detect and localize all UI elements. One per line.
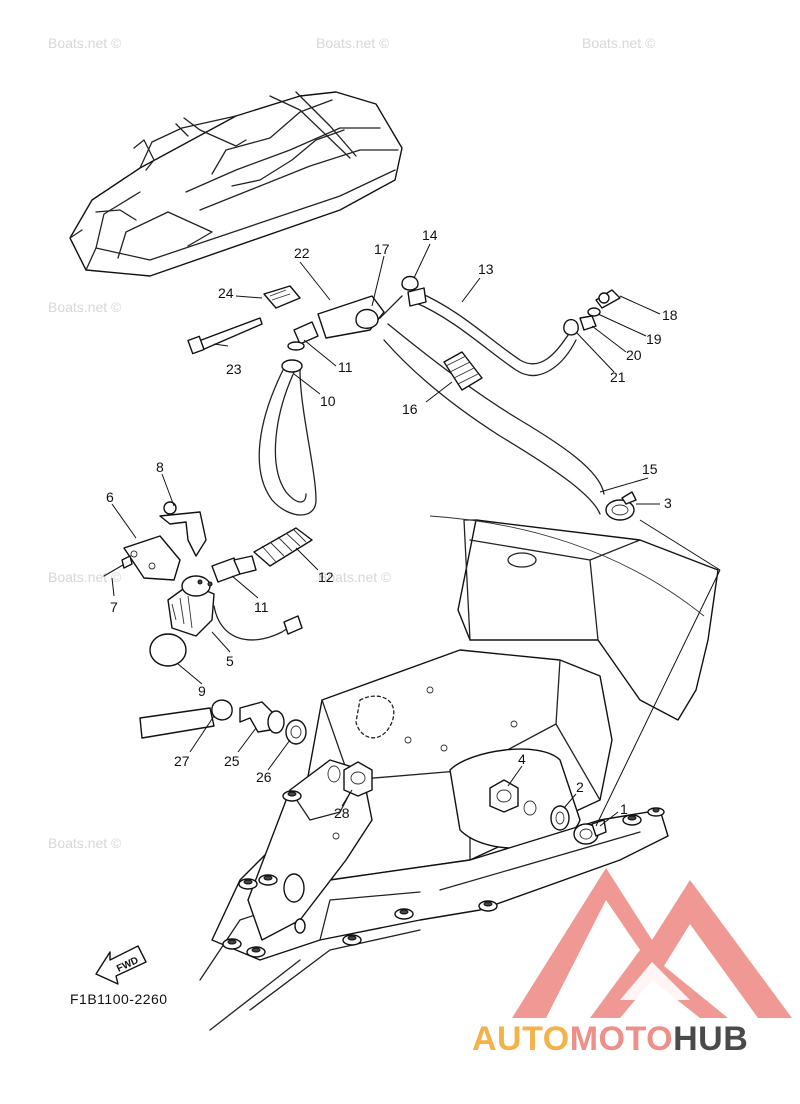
hull-structure — [199, 515, 719, 1031]
callout-28: 28 — [334, 805, 350, 821]
callout-21: 21 — [610, 369, 626, 385]
callout-9: 9 — [198, 683, 206, 699]
callout-25: 25 — [224, 753, 240, 769]
callout-19: 19 — [646, 331, 662, 347]
callout-13: 13 — [478, 261, 494, 277]
callout-8: 8 — [156, 459, 164, 475]
callout-10: 10 — [320, 393, 336, 409]
callout-15: 15 — [642, 461, 658, 477]
watermark: Boats.net © — [48, 835, 122, 851]
hoses — [139, 287, 605, 739]
watermark: Boats.net © — [48, 299, 122, 315]
watermark: Boats.net © — [48, 569, 122, 585]
brand-hub: HUB — [673, 1020, 748, 1058]
callout-7: 7 — [110, 599, 118, 615]
rail-bolts — [222, 790, 665, 958]
brand-word: AUTOMOTOHUB — [472, 1020, 748, 1058]
callout-11-lower: 11 — [254, 599, 269, 615]
callout-17: 17 — [374, 241, 390, 257]
fwd-arrow: FWD — [95, 945, 147, 985]
watermark: Boats.net © — [316, 35, 390, 51]
callout-20: 20 — [626, 347, 642, 363]
callouts: 1 2 3 4 5 6 7 8 9 10 11 11 12 13 14 15 1… — [106, 227, 678, 821]
logo-mark-icon — [512, 868, 792, 1018]
callout-12: 12 — [318, 569, 334, 585]
watermark: Boats.net © — [318, 569, 392, 585]
callout-26: 26 — [256, 769, 272, 785]
watermark: Boats.net © — [582, 35, 656, 51]
small-parts — [103, 275, 637, 845]
diagram-code: F1B1100-2260 — [70, 991, 168, 1007]
watercraft-illustration — [69, 91, 403, 277]
brand-logo: AUTOMOTOHUB — [472, 868, 792, 1058]
callout-27: 27 — [174, 753, 190, 769]
brand-moto: MOTO — [570, 1020, 673, 1058]
callout-4: 4 — [518, 751, 526, 767]
leader-lines — [111, 243, 721, 827]
callout-5: 5 — [226, 653, 234, 669]
callout-22: 22 — [294, 245, 310, 261]
brand-auto: AUTO — [472, 1020, 570, 1058]
callout-14: 14 — [422, 227, 438, 243]
watermark: Boats.net © — [48, 35, 122, 51]
callout-2: 2 — [576, 779, 584, 795]
callout-6: 6 — [106, 489, 114, 505]
callout-16: 16 — [402, 401, 418, 417]
callout-1: 1 — [620, 801, 628, 817]
callout-18: 18 — [662, 307, 678, 323]
callout-24: 24 — [218, 285, 234, 301]
callout-11-upper: 11 — [338, 359, 353, 375]
callout-3: 3 — [664, 495, 672, 511]
callout-23: 23 — [226, 361, 242, 377]
